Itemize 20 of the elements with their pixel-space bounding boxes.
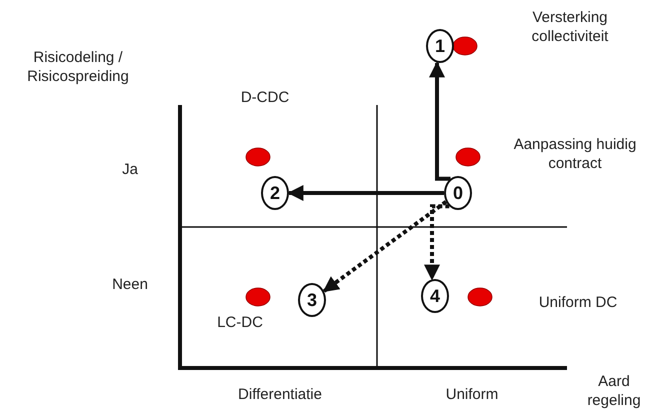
numbered-circle: 0: [444, 176, 472, 210]
axis-title: Aard regeling: [586, 372, 642, 410]
numbered-circle: 3: [298, 283, 326, 317]
quadrant-label: D-CDC: [240, 88, 290, 107]
axis-tick-label: Uniform: [444, 385, 500, 404]
arrow: [287, 185, 444, 201]
axis-tick-label: Neen: [111, 275, 149, 294]
arrow: [429, 61, 450, 181]
axis-tick-label: Differentiatie: [237, 385, 323, 404]
numbered-circle: 1: [426, 29, 454, 63]
arrow: [322, 200, 448, 293]
numbered-circle: 4: [421, 279, 449, 313]
numbered-circle: 2: [261, 176, 289, 210]
axis-tick-label: Ja: [121, 160, 139, 179]
axis-title: Risicodeling / Risicospreiding: [26, 48, 130, 86]
arrow: [424, 204, 450, 281]
caption-text: Versterking collectiviteit: [530, 8, 610, 46]
caption-text: Aanpassing huidig contract: [512, 135, 638, 173]
quadrant-label: LC-DC: [216, 313, 264, 332]
caption-text: Uniform DC: [538, 293, 618, 312]
